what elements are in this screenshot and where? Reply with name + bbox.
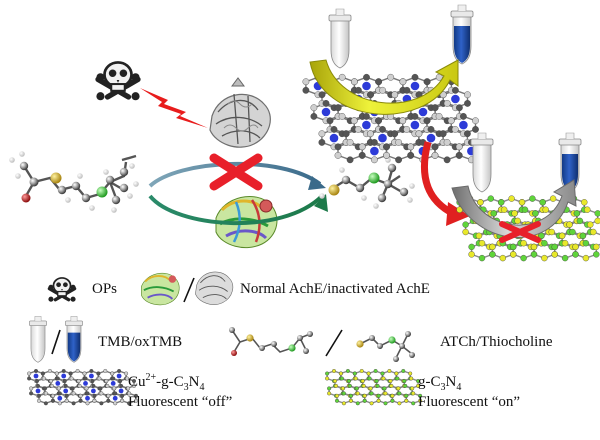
legend-ops-skull-icon <box>46 277 78 303</box>
gcn-n: N <box>445 374 457 390</box>
inactivated-ache-enzyme <box>209 77 271 148</box>
legend-tmb-tube-icon <box>29 315 47 363</box>
oxtmb-tube-icon <box>450 4 474 65</box>
cycle-arrow-lower <box>148 194 324 226</box>
thiocholine-molecule <box>319 157 415 209</box>
legend-cu-gcn-sheet-icon <box>27 369 138 406</box>
legend-separator <box>325 329 343 357</box>
cu-mid: -g-C <box>156 374 184 390</box>
cu-charge: 2+ <box>145 372 157 383</box>
gcn-sub4: 4 <box>456 382 462 393</box>
legend-separator <box>51 329 61 355</box>
legend-ops-label: OPs <box>92 281 118 297</box>
red-transition-arrow <box>421 141 456 218</box>
legend-ache-label: Normal AchE/inactivated AchE <box>240 281 430 297</box>
legend-inactivated-ache-icon <box>195 271 234 305</box>
legend-tmb-label: TMB/oxTMB <box>98 334 183 350</box>
yellow-catalysis-arrow <box>309 59 459 115</box>
legend-fluorescent-on-label: Fluorescent “on” <box>418 394 521 410</box>
cu-prefix: Cu <box>128 374 146 390</box>
cu-sub3: 3 <box>183 382 189 393</box>
ops-skull-icon <box>93 61 143 102</box>
tmb-tube-icon <box>328 8 352 69</box>
lightning-bolt-icon <box>140 88 208 128</box>
legend-cu-gcn-label: Cu2+-g-C3N4 <box>128 372 205 393</box>
blocked-cross-icon <box>499 221 541 243</box>
legend-oxtmb-tube-icon <box>65 315 83 363</box>
legend-gcn-label: g-C3N4 <box>418 374 462 393</box>
legend-thiocholine-molecule-icon <box>356 331 415 362</box>
legend-fluorescent-off-label: Fluorescent “off” <box>128 394 233 410</box>
gcn-sub3: 3 <box>440 382 446 393</box>
legend-normal-ache-icon <box>141 272 180 306</box>
legend-atch-label: ATCh/Thiocholine <box>440 334 553 350</box>
legend-separator <box>183 277 195 303</box>
legend-atch-molecule-icon <box>229 327 313 356</box>
tmb-tube-icon <box>470 132 494 193</box>
cu-n: N <box>188 374 200 390</box>
atch-molecule <box>9 151 139 213</box>
inhibition-cross-icon <box>209 153 263 191</box>
gcn-prefix: g-C <box>418 374 441 390</box>
legend-gcn-sheet-icon <box>325 369 423 406</box>
cu-sub4: 4 <box>199 382 205 393</box>
